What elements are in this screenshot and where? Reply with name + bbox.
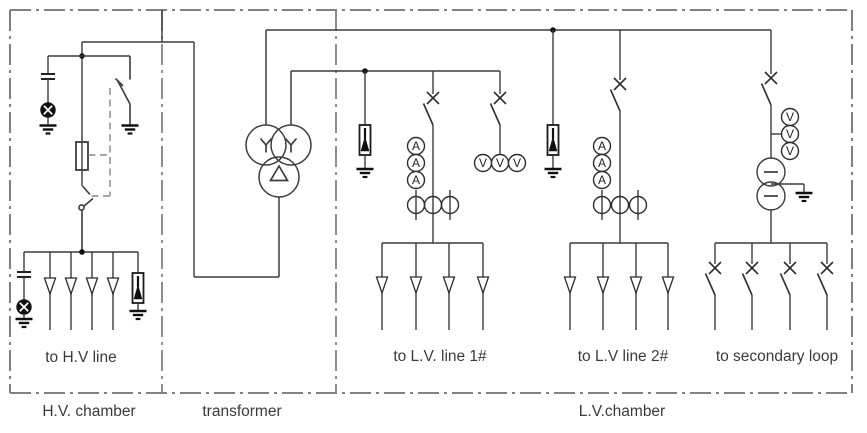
winding2-circle	[270, 124, 312, 166]
switch-pivot	[78, 204, 85, 211]
voltmeter-icon	[507, 153, 527, 173]
ammeter-label: A	[598, 156, 606, 170]
switch-icon	[760, 71, 778, 106]
label-to-lv-line-1: to L.V. line 1#	[393, 348, 487, 365]
ammeter-icon	[592, 170, 612, 190]
ct-icon	[440, 195, 460, 215]
lamp-indicator-icon	[16, 299, 32, 315]
voltmeter-label: V	[479, 156, 487, 170]
ammeter-icon	[406, 170, 426, 190]
voltmeter-label: V	[786, 127, 794, 141]
label-to-lv-line-2: to L.V line 2#	[578, 348, 669, 365]
hv-load-switch	[78, 185, 94, 252]
surge-arrester-icon	[358, 123, 372, 157]
label-transformer: transformer	[202, 403, 281, 420]
delta-symbol	[269, 164, 289, 182]
voltmeter-icon	[780, 141, 800, 161]
feeder-1	[375, 71, 490, 330]
switch-icon	[704, 261, 722, 296]
voltmeter-label: V	[513, 156, 521, 170]
switch-contact-tick	[81, 185, 91, 196]
surge-arrester-icon	[131, 271, 145, 305]
ground-icon	[355, 167, 375, 179]
feeder-arrow-icon	[476, 276, 490, 294]
label-to-secondary-loop: to secondary loop	[716, 348, 838, 365]
lv-chamber-section: A A A V V V	[266, 27, 834, 330]
hv-chamber-section	[14, 10, 279, 330]
lv-surge-arrester-2	[543, 30, 563, 179]
switch-icon	[779, 261, 797, 296]
feeder-arrow-icon	[661, 276, 675, 294]
ammeter-label: A	[412, 173, 420, 187]
ammeter-label: A	[598, 139, 606, 153]
feeder-arrow-icon	[64, 277, 78, 295]
feeder-arrow-icon	[106, 277, 120, 295]
switch-icon	[816, 261, 834, 296]
ammeter-label: A	[412, 139, 420, 153]
voltmeter-label: V	[496, 156, 504, 170]
three-winding-transformer	[245, 30, 312, 277]
switch-blade	[116, 80, 131, 105]
label-lv-chamber: L.V.chamber	[579, 403, 665, 420]
ct-icon	[628, 195, 648, 215]
lv-surge-arrester-1	[355, 71, 375, 179]
lamp-indicator-icon	[40, 102, 56, 118]
voltmeter-label: V	[786, 144, 794, 158]
hv-fuse	[75, 141, 89, 171]
wye-symbol-1	[259, 137, 273, 153]
hv-voltage-indicator-bottom	[14, 252, 34, 329]
ct-icon	[592, 195, 612, 215]
ct-icon	[610, 195, 630, 215]
surge-arrester-icon	[546, 123, 560, 157]
ground-icon	[794, 191, 814, 203]
feeder-arrow-icon	[43, 277, 57, 295]
capacitor-icon	[16, 271, 32, 278]
ammeter-label: A	[412, 156, 420, 170]
ammeter-label: A	[598, 173, 606, 187]
feeder-arrow-icon	[442, 276, 456, 294]
voltmeter-label: V	[786, 110, 794, 124]
feeder-arrow-icon	[596, 276, 610, 294]
switch-icon	[609, 77, 627, 112]
feeder-arrow-icon	[563, 276, 577, 294]
switch-icon	[422, 91, 440, 126]
secondary-loop-branch: V V V	[704, 30, 834, 330]
ground-icon	[120, 124, 140, 135]
ground-icon	[14, 317, 34, 329]
feeder-2	[563, 30, 675, 330]
capacitor-icon	[40, 73, 56, 80]
label-to-hv-line: to H.V line	[45, 349, 117, 366]
wye-symbol-2	[284, 137, 298, 153]
hv-voltage-indicator-top	[38, 56, 58, 135]
labels: to H.V line to L.V. line 1# to L.V line …	[42, 348, 838, 420]
switch-icon	[489, 91, 507, 126]
winding1-circle	[245, 124, 287, 166]
feeder1-voltmeter-branch: V V V	[473, 71, 527, 173]
hv-outgoing-feeders	[43, 252, 120, 330]
junction-dot	[79, 249, 85, 255]
hv-earthing-switch	[114, 56, 140, 135]
feeder2-ammeters: A A A	[592, 136, 612, 190]
enclosure-border	[8, 8, 854, 395]
feeder-arrow-icon	[409, 276, 423, 294]
switch-icon	[741, 261, 759, 296]
winding3-circle	[258, 156, 300, 198]
label-hv-chamber: H.V. chamber	[42, 403, 135, 420]
secondary-loop-outputs	[704, 243, 834, 330]
hv-surge-arrester	[128, 252, 148, 321]
feeder-arrow-icon	[85, 277, 99, 295]
feeder-arrow-icon	[629, 276, 643, 294]
feeder1-ammeters: A A A	[406, 136, 426, 190]
interlock-linkage	[88, 88, 111, 197]
ground-icon	[38, 124, 58, 135]
ground-icon	[128, 309, 148, 321]
ground-icon	[543, 167, 563, 179]
feeder-arrow-icon	[375, 276, 389, 294]
